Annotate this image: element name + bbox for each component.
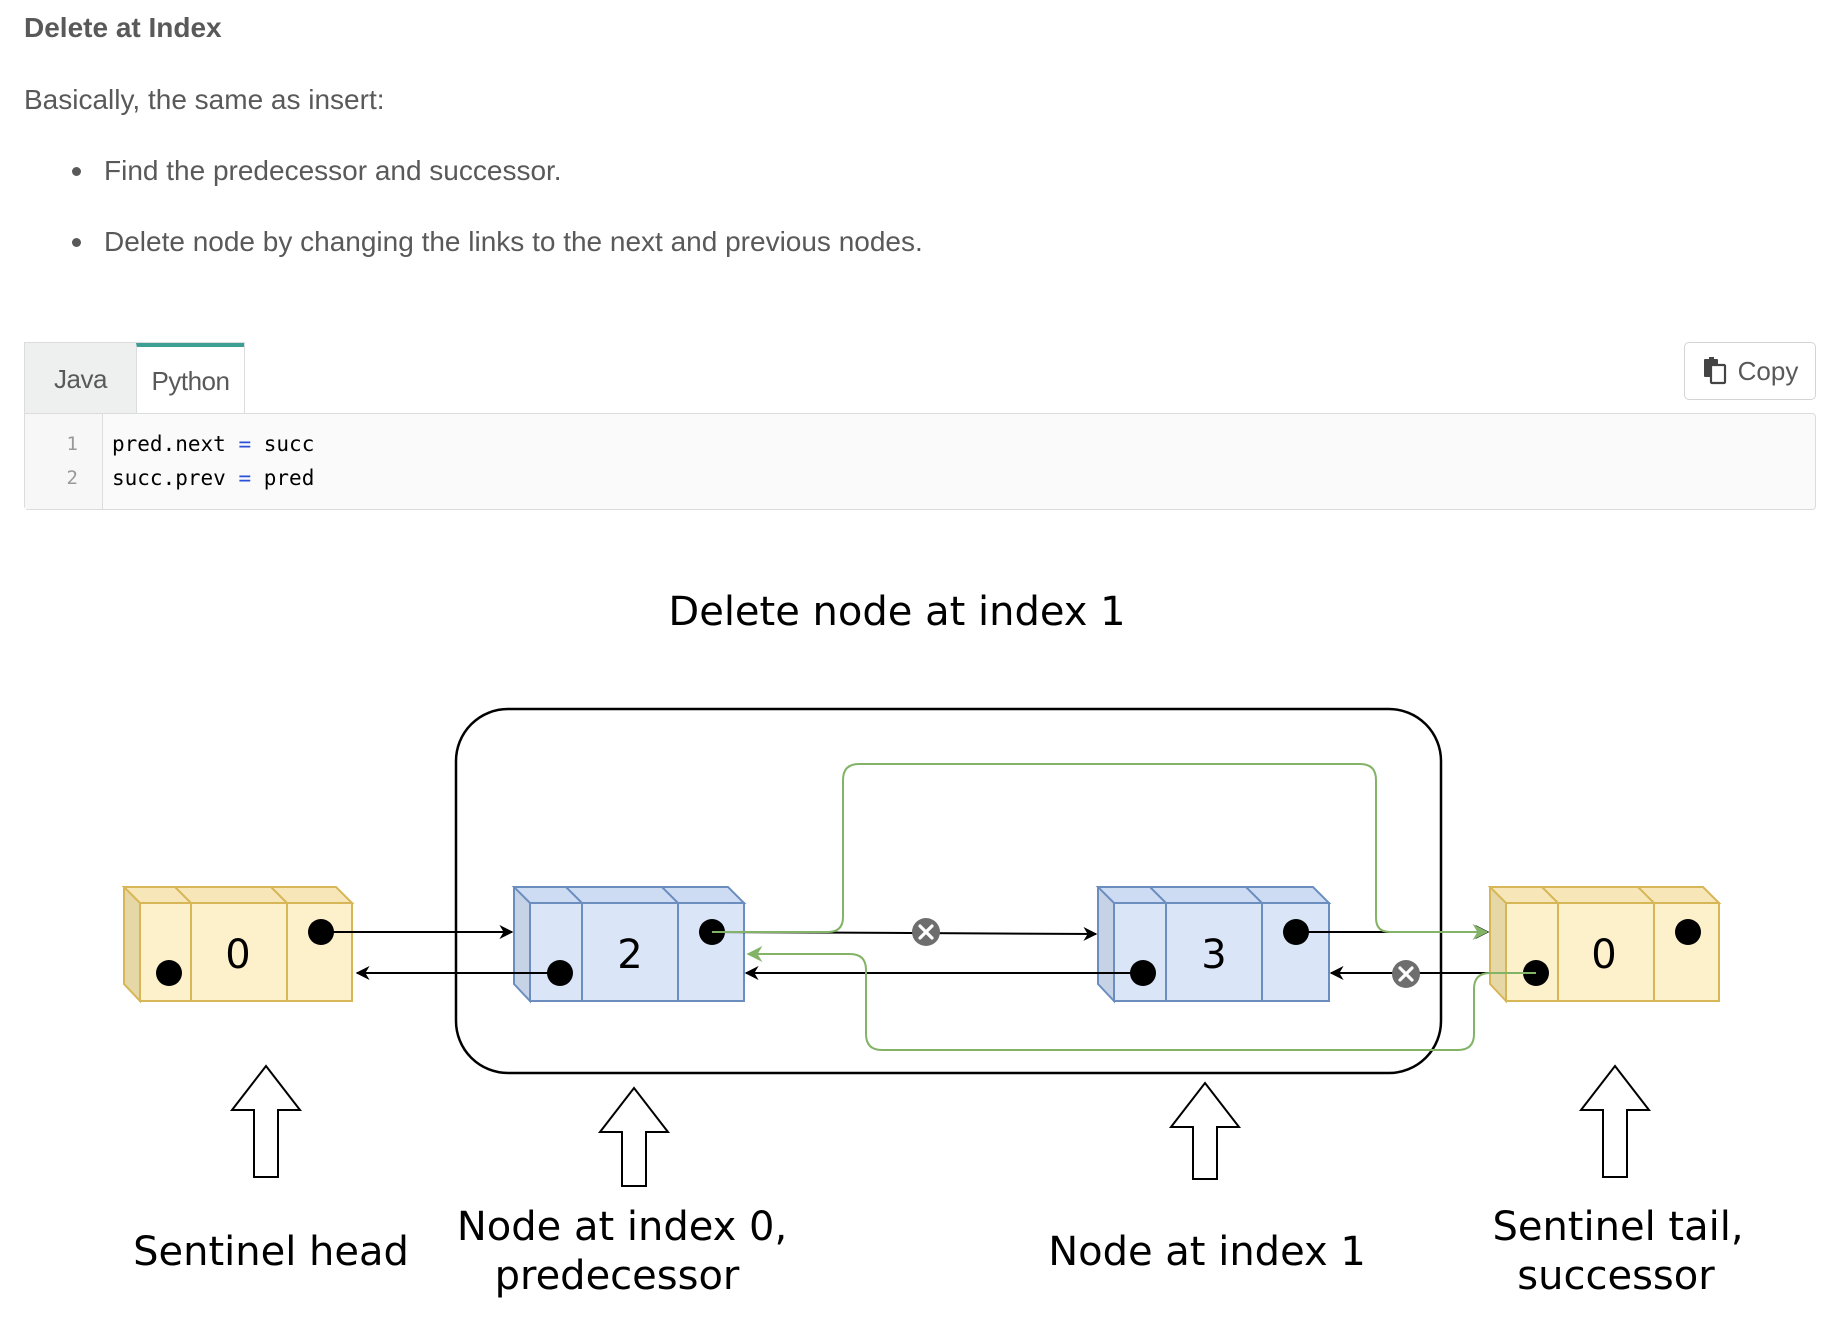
list-item-text: Find the predecessor and successor. bbox=[104, 155, 562, 186]
up-arrow-icon bbox=[597, 1086, 671, 1187]
delete-icon bbox=[1392, 960, 1420, 988]
code-lines: pred.next = succ succ.prev = pred bbox=[103, 414, 314, 509]
node-sentinel-head: 0 bbox=[121, 886, 355, 1004]
code-rhs: succ bbox=[263, 432, 315, 456]
line-gutter: 1 2 bbox=[25, 414, 103, 509]
code-line: succ.prev = pred bbox=[112, 461, 314, 495]
up-arrow-icon bbox=[1578, 1064, 1652, 1178]
language-tabs: Java Python bbox=[24, 342, 245, 415]
copy-label: Copy bbox=[1737, 355, 1799, 386]
code-rhs: pred bbox=[263, 466, 315, 490]
tab-python[interactable]: Python bbox=[136, 343, 244, 415]
tab-java[interactable]: Java bbox=[54, 363, 107, 394]
diagram-title: Delete node at index 1 bbox=[668, 589, 1125, 635]
copy-icon bbox=[1703, 357, 1726, 385]
up-arrow-icon bbox=[1168, 1081, 1242, 1180]
node-predecessor: 2 bbox=[511, 886, 747, 1004]
label-sentinel-tail-line2: successor bbox=[1517, 1253, 1715, 1299]
code-operator: = bbox=[238, 466, 252, 490]
code-lhs: pred.next bbox=[112, 432, 226, 456]
label-sentinel-head: Sentinel head bbox=[133, 1229, 409, 1275]
code-operator: = bbox=[238, 432, 252, 456]
code-line: pred.next = succ bbox=[112, 427, 314, 461]
bullet-icon bbox=[72, 238, 81, 247]
up-arrow-icon bbox=[229, 1064, 303, 1178]
code-editor[interactable]: 1 2 pred.next = succ succ.prev = pred bbox=[24, 413, 1816, 510]
list-item-text: Delete node by changing the links to the… bbox=[104, 226, 923, 257]
section-heading: Delete at Index bbox=[24, 12, 222, 43]
copy-button[interactable]: Copy bbox=[1684, 342, 1816, 400]
node-value: 0 bbox=[225, 932, 250, 978]
code-lhs: succ.prev bbox=[112, 466, 226, 490]
new-next-link bbox=[712, 763, 1489, 940]
label-predecessor-line1: Node at index 0, bbox=[457, 1204, 787, 1250]
node-sentinel-tail: 0 bbox=[1487, 886, 1722, 1004]
label-sentinel-tail-line1: Sentinel tail, bbox=[1492, 1204, 1743, 1250]
node-deleted: 3 bbox=[1095, 886, 1332, 1004]
node-value: 3 bbox=[1201, 932, 1226, 978]
line-number: 1 bbox=[66, 433, 78, 455]
label-predecessor-line2: predecessor bbox=[495, 1253, 740, 1299]
node-value: 0 bbox=[1591, 932, 1616, 978]
node-value: 2 bbox=[617, 932, 642, 978]
intro-text: Basically, the same as insert: bbox=[24, 84, 385, 115]
label-deleted-node: Node at index 1 bbox=[1048, 1229, 1366, 1275]
list-item: Delete node by changing the links to the… bbox=[64, 225, 923, 296]
enclosure-frame bbox=[454, 707, 1443, 1075]
list-item: Find the predecessor and successor. bbox=[64, 154, 923, 225]
new-prev-link bbox=[746, 946, 1536, 1051]
bullet-icon bbox=[72, 167, 81, 176]
steps-list: Find the predecessor and successor. Dele… bbox=[64, 154, 923, 296]
line-number: 2 bbox=[66, 467, 78, 489]
delete-icon bbox=[912, 918, 940, 946]
code-widget: Java Python Copy 1 2 pred.next = succ su… bbox=[24, 342, 1816, 510]
